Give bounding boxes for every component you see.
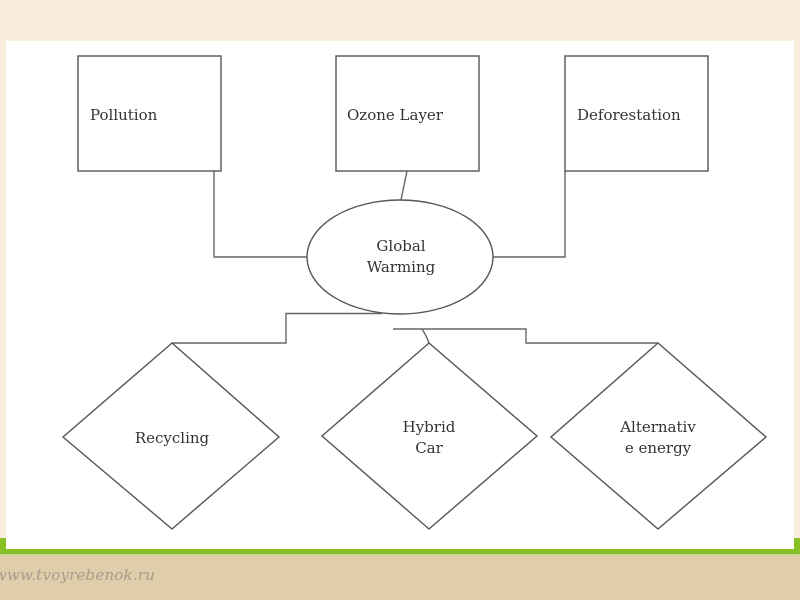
solution-diamond-hybrid-car: Hybrid Car xyxy=(320,342,539,530)
center-node-global-warming: Global Warming xyxy=(306,199,494,315)
slide-top-margin xyxy=(0,0,800,41)
solution-label-hybrid-car-line-1: Hybrid xyxy=(403,418,456,436)
cause-label-deforestation: Deforestation xyxy=(577,106,681,124)
green-accent-right xyxy=(794,538,800,550)
connector-center-to-recycling xyxy=(172,312,382,344)
cause-label-ozone-layer: Ozone Layer xyxy=(347,106,444,124)
solution-diamond-hybrid-car-shape xyxy=(320,342,539,530)
connector-ozone-to-center xyxy=(400,170,408,201)
cause-box-deforestation: Deforestation xyxy=(564,55,709,172)
solution-label-alternative-energy-line-1: Alternativ xyxy=(619,418,696,436)
connector-center-to-alternative-energy xyxy=(422,328,658,344)
connector-deforestation-to-center xyxy=(493,171,566,258)
solution-label-alternative-energy-line-2: e energy xyxy=(625,439,692,457)
slide-footer: www.tvoyrebenok.ru xyxy=(0,556,800,600)
connector-pollution-to-center xyxy=(213,171,307,258)
center-ellipse xyxy=(306,199,494,315)
connectors xyxy=(172,170,658,344)
cause-box-deforestation-rect xyxy=(564,55,709,172)
center-label-line-2: Warming xyxy=(367,258,436,276)
solution-diamond-recycling: Recycling xyxy=(61,342,281,530)
connector-center-to-hybrid-car xyxy=(393,328,430,344)
cause-label-pollution: Pollution xyxy=(90,106,158,124)
solution-diamond-recycling-shape xyxy=(61,342,281,530)
solution-diamond-alternative-energy-shape xyxy=(549,342,768,530)
center-label-line-1: Global xyxy=(376,237,425,255)
green-accent-left xyxy=(0,538,6,550)
green-accent-band xyxy=(0,549,800,554)
cause-box-ozone-layer: Ozone Layer xyxy=(335,55,480,172)
solution-label-hybrid-car-line-2: Car xyxy=(415,439,443,457)
cause-box-pollution: Pollution xyxy=(77,55,222,172)
cause-box-ozone-layer-rect xyxy=(335,55,480,172)
solution-label-recycling: Recycling xyxy=(135,429,210,447)
solution-diamond-alternative-energy: Alternativ e energy xyxy=(549,342,768,530)
cause-box-pollution-rect xyxy=(77,55,222,172)
watermark-text: www.tvoyrebenok.ru xyxy=(0,566,156,584)
green-accent-band-shadow xyxy=(0,554,800,556)
